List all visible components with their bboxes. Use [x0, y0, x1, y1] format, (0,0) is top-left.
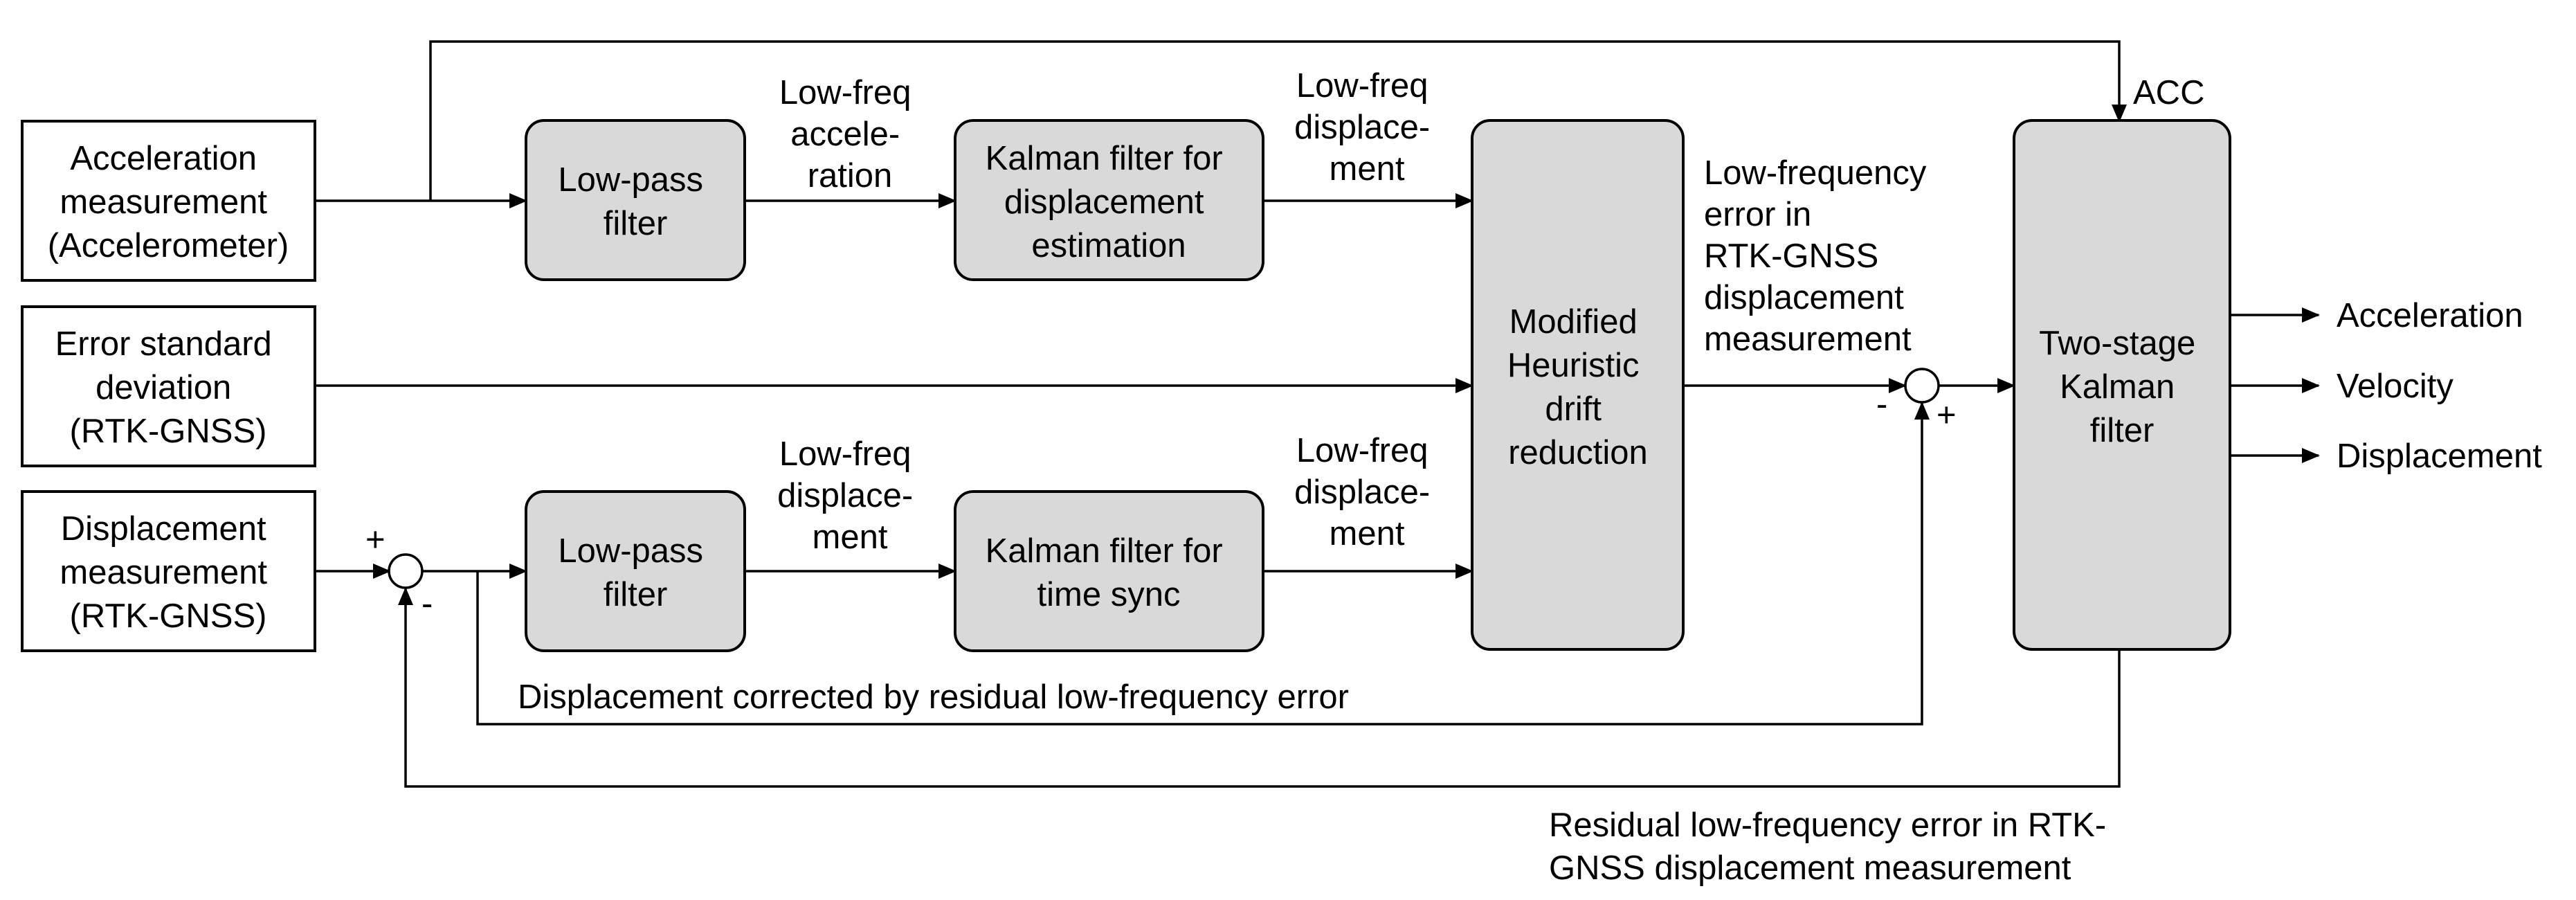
output-acceleration: Acceleration: [2337, 297, 2523, 334]
svg-text:Kalman filter for displa: Kalman filter for displacement estimatio…: [986, 140, 1233, 264]
wires: [315, 40, 2320, 788]
output-displacement: Displacement: [2337, 438, 2542, 475]
block-low-pass-filter-top: Low-pass filter: [525, 119, 746, 281]
block-kalman-filter-time-sync: Kalman filter for time sync: [954, 490, 1264, 652]
summing-junction-1: [388, 553, 424, 589]
err-std-line-3: (RTK-GNSS): [70, 413, 267, 450]
svg-text:Kalman filter for time s: Kalman filter for time sync: [986, 532, 1233, 613]
disp-meas-line-3: (RTK-GNSS): [70, 597, 267, 635]
wire-acc-to-tskf: [429, 40, 2127, 201]
block-kalman-filter-displacement: Kalman filter for displacement estimatio…: [954, 119, 1264, 281]
lpf-bot-line-2: filter: [604, 576, 668, 613]
block-modified-heuristic-drift-reduction: Modified Heuristic drift reduction: [1471, 119, 1685, 651]
lpf-bot-line-1: Low-pass: [558, 532, 703, 570]
svg-text:Displacement measurement: Displacement measurement (RTK-GNSS): [60, 510, 276, 635]
acc-meas-line-3: (Accelerometer): [48, 227, 289, 264]
wire-corrected-to-sum2: [476, 402, 1930, 726]
svg-text:Error standard deviation: Error standard deviation (RTK-GNSS): [55, 325, 282, 450]
block-two-stage-kalman-filter: Two-stage Kalman filter: [2013, 119, 2231, 651]
block-displacement-measurement: Displacement measurement (RTK-GNSS): [21, 490, 316, 652]
mhdr-line-2: Heuristic: [1507, 347, 1640, 384]
label-lowfreq-displacement-mid: Low-freq displace- ment: [777, 435, 923, 556]
tskf-line-1: Two-stage: [2039, 325, 2195, 362]
kf-disp-line-3: estimation: [1031, 227, 1186, 264]
wire-residual-feedback: [398, 587, 2121, 788]
sign-plus-sum2: +: [1936, 397, 1957, 434]
err-std-line-2: deviation: [96, 369, 231, 406]
acc-meas-line-1: Acceleration: [70, 140, 257, 177]
svg-text:Two-stage Kalman f: Two-stage Kalman filter: [2039, 325, 2205, 449]
svg-text:Modified Heuristic: Modified Heuristic drift reduction: [1507, 303, 1649, 471]
tskf-line-2: Kalman: [2060, 368, 2175, 406]
err-std-line-1: Error standard: [55, 325, 272, 363]
block-acceleration-measurement: Acceleration measurement (Accelerometer): [21, 120, 316, 282]
label-lowfreq-acceleration: Low-freq accele- ration: [779, 74, 920, 195]
sign-plus-sum1: +: [365, 521, 386, 559]
summing-junction-2: [1904, 368, 1940, 404]
mhdr-line-1: Modified: [1509, 303, 1638, 341]
acc-meas-line-2: measurement: [60, 183, 267, 221]
svg-text:Low-pass filter: Low-pass filter: [558, 161, 712, 242]
label-lowfreq-displacement-top: Low-freq displace- ment: [1294, 67, 1440, 188]
disp-meas-line-2: measurement: [60, 554, 267, 591]
label-lowfreq-displacement-bottom: Low-freq displace- ment: [1294, 432, 1440, 552]
kf-sync-line-1: Kalman filter for: [986, 532, 1223, 570]
kf-disp-line-2: displacement: [1004, 183, 1204, 221]
block-error-std: Error standard deviation (RTK-GNSS): [21, 305, 316, 467]
label-lowfreq-error: Low-frequency error in RTK-GNSS displace…: [1704, 154, 1936, 358]
svg-text:Low-pass filter: Low-pass filter: [558, 532, 712, 613]
label-acc-input: ACC: [2133, 74, 2204, 111]
sign-minus-sum1: -: [421, 585, 433, 622]
label-residual-error: Residual low-frequency error in RTK- GNS…: [1549, 807, 2116, 887]
label-corrected-displacement: Displacement corrected by residual low-f…: [518, 678, 1349, 716]
svg-text:Acceleration measurement: Acceleration measurement (Accelerometer): [48, 140, 289, 264]
sign-minus-sum2: -: [1876, 386, 1887, 423]
kf-sync-line-2: time sync: [1037, 576, 1181, 613]
output-velocity: Velocity: [2337, 368, 2453, 405]
mhdr-line-3: drift: [1545, 390, 1602, 428]
lpf-top-line-1: Low-pass: [558, 161, 703, 199]
tskf-line-3: filter: [2090, 412, 2155, 449]
kf-disp-line-1: Kalman filter for: [986, 140, 1223, 177]
disp-meas-line-1: Displacement: [61, 510, 266, 548]
mhdr-line-4: reduction: [1508, 434, 1648, 471]
lpf-top-line-2: filter: [604, 205, 668, 242]
block-low-pass-filter-bottom: Low-pass filter: [525, 490, 746, 652]
